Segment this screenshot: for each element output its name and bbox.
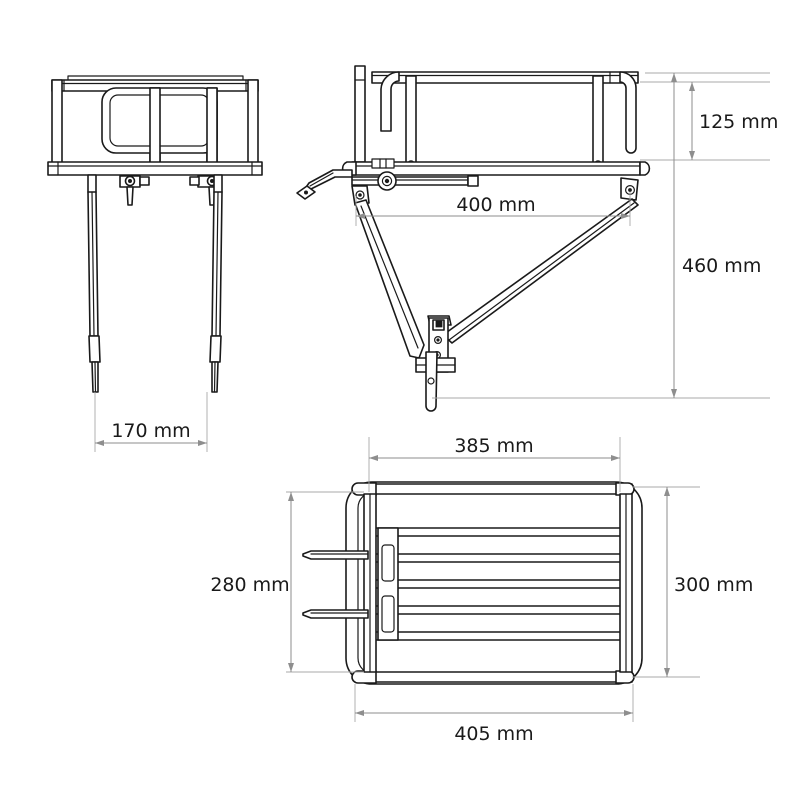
front-view <box>47 75 263 393</box>
side-top-rail <box>371 71 639 84</box>
front-bottom-rail-joints <box>57 161 253 176</box>
side-rear-knuckle <box>620 177 639 201</box>
front-left-leg <box>87 174 101 393</box>
side-rear-strut <box>442 198 639 344</box>
dim-125-arrow-bottom <box>689 151 695 160</box>
front-left-outer-tube <box>51 79 63 173</box>
dimension-400mm: 400 mm <box>355 192 631 226</box>
front-right-outer-tube <box>247 79 259 173</box>
side-secondary-rod-end <box>467 175 479 187</box>
side-front-strut-edge <box>360 205 419 349</box>
front-left-clamp-nut <box>139 176 150 186</box>
dim-280-arrow-top <box>288 492 294 501</box>
dimension-405mm: 405 mm <box>354 684 634 745</box>
dim-405-arrow-left <box>355 710 364 716</box>
dim-400-arrow-right <box>621 213 630 219</box>
dim-300-arrow-bottom <box>664 668 670 677</box>
side-platform-rail-cap-right <box>639 161 651 176</box>
front-right-leg-sleeve <box>209 335 222 363</box>
dim-400-label: 400 mm <box>456 194 535 216</box>
front-left-leg-sleeve <box>88 335 101 363</box>
side-pivot-hub-center <box>384 178 390 184</box>
dim-385-arrow-left <box>369 455 378 461</box>
front-right-inner-tube-front <box>206 87 218 173</box>
front-right-clamp-nut <box>189 176 200 186</box>
dim-405-arrow-right <box>624 710 633 716</box>
front-top-rail-joints <box>63 79 247 92</box>
side-hook <box>380 71 400 132</box>
side-extension-fitting-hole <box>303 190 308 195</box>
dim-460-arrow-top <box>671 73 677 82</box>
side-front-knuckle-bolt-center <box>358 193 362 197</box>
dim-300-arrow-top <box>664 487 670 496</box>
front-left-clamp-bolt-center <box>127 178 132 183</box>
front-right-clamp-bolt-center <box>209 178 214 183</box>
dimension-300mm: 300 mm <box>632 486 753 678</box>
top-slot-upper <box>381 544 395 582</box>
side-rear-knuckle-bolt-center <box>628 188 632 192</box>
front-bottom-rail <box>47 161 263 176</box>
side-rear-inner-post <box>592 75 604 169</box>
side-rear-strut-edge <box>448 202 635 341</box>
dim-280-arrow-bottom <box>288 663 294 672</box>
dim-125-arrow-top <box>689 82 695 91</box>
dim-460-arrow-bottom <box>671 389 677 398</box>
dim-125-label: 125 mm <box>699 111 778 133</box>
top-rear-strip <box>369 483 633 495</box>
front-left-clamp-tab <box>126 186 134 206</box>
side-extension-end-fitting <box>296 185 316 200</box>
front-left-leg-lower-edge <box>94 361 97 393</box>
side-mount-bolt-upper-center <box>436 338 440 342</box>
top-protruding-rod-lower <box>302 609 369 619</box>
dimension-460mm: 460 mm <box>432 72 770 399</box>
dim-405-label: 405 mm <box>454 723 533 745</box>
side-left-extension-arm-edge <box>309 172 334 187</box>
front-left-inner-tube-front <box>149 87 161 173</box>
side-mount-tab-hole <box>427 377 435 385</box>
side-rear-outer-post <box>619 71 637 154</box>
top-slat-5 <box>371 631 629 641</box>
side-platform-rail <box>351 161 641 176</box>
dim-460-label: 460 mm <box>682 255 761 277</box>
top-protruding-rod-upper <box>302 550 369 560</box>
dimension-170mm: 170 mm <box>94 392 208 452</box>
side-secondary-rod <box>351 176 469 186</box>
dim-170-label: 170 mm <box>111 420 190 442</box>
dim-385-arrow-right <box>611 455 620 461</box>
top-front-strip <box>369 671 633 683</box>
dimension-125mm: 125 mm <box>640 81 778 161</box>
top-view <box>302 481 643 685</box>
side-view <box>296 65 651 412</box>
dim-385-label: 385 mm <box>454 435 533 457</box>
dimension-280mm: 280 mm <box>210 491 364 673</box>
dim-300-label: 300 mm <box>674 574 753 596</box>
side-rail-bracket <box>371 158 395 169</box>
dimension-385mm: 385 mm <box>368 435 621 492</box>
front-left-clamp <box>119 175 150 206</box>
side-front-inner-post <box>405 75 417 169</box>
front-right-leg <box>209 174 223 393</box>
side-mount-slot-fill <box>435 320 443 328</box>
top-slat-2 <box>371 553 629 563</box>
top-slat-4 <box>371 605 629 615</box>
dim-170-arrow-left <box>95 440 104 446</box>
front-left-leg-upper-edge <box>91 191 95 337</box>
front-right-leg-upper-edge <box>215 191 219 337</box>
dim-400-arrow-left <box>356 213 365 219</box>
dim-170-arrow-right <box>198 440 207 446</box>
top-slat-3 <box>371 579 629 589</box>
side-rail-bracket-lines <box>379 158 387 169</box>
top-slot-lower <box>381 595 395 633</box>
side-lower-mount <box>415 315 456 412</box>
dim-280-label: 280 mm <box>210 574 289 596</box>
top-slat-1 <box>371 527 629 537</box>
front-right-leg-lower-edge <box>213 361 216 393</box>
